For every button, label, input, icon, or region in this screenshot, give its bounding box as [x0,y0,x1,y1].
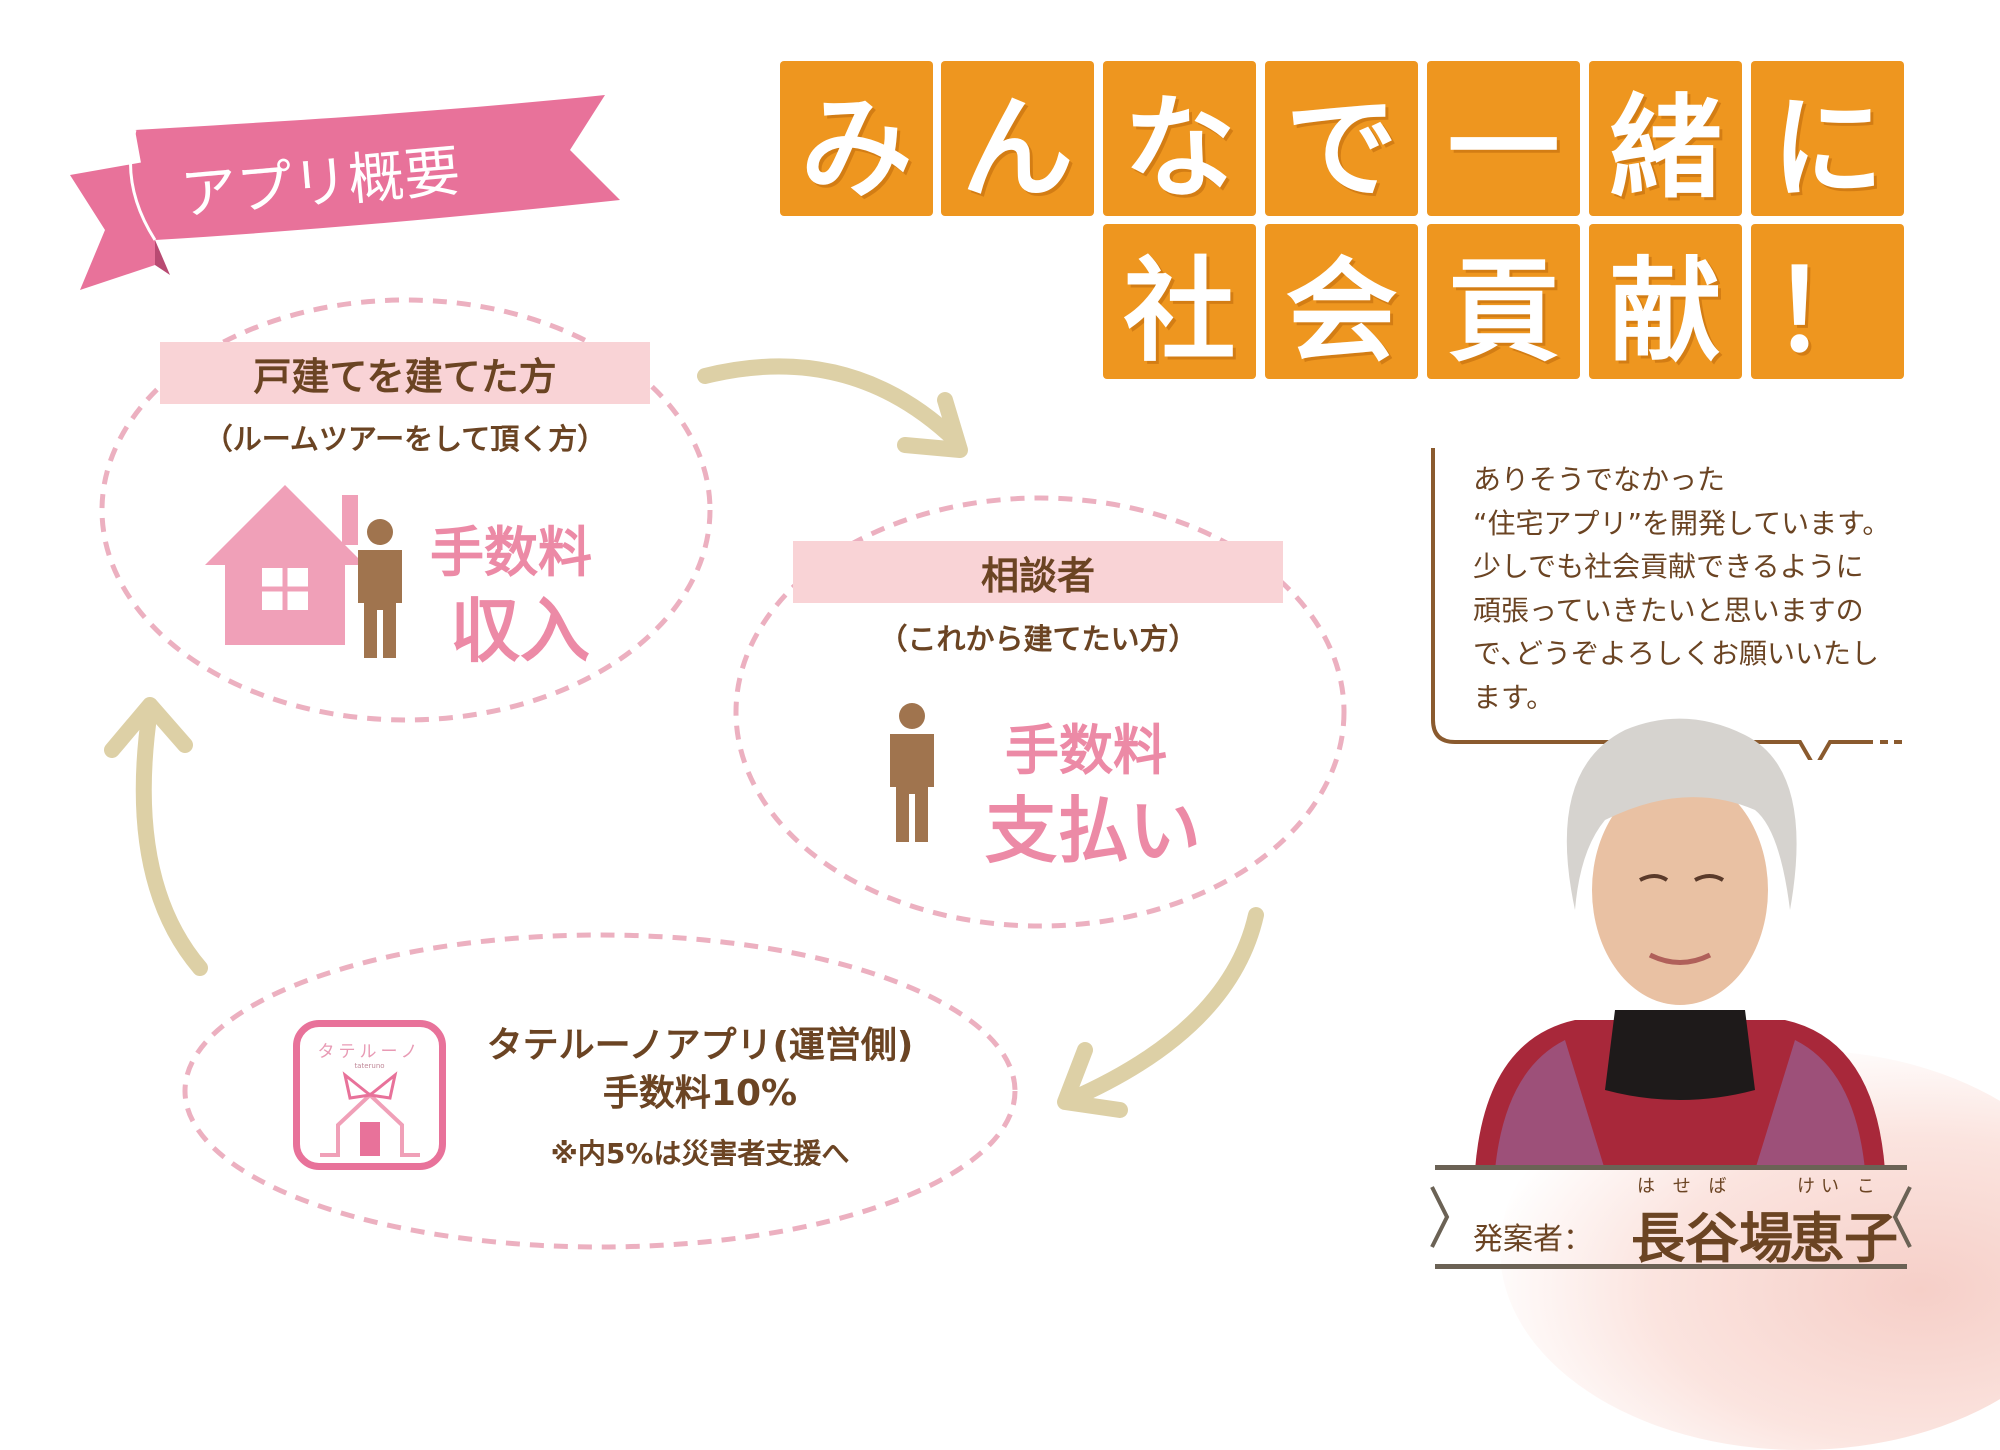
arrow-icon [104,697,208,976]
message-line: ありそうでなかった [1473,463,1726,496]
message-line: で､どうぞよろしくお願いいたし [1473,637,1880,670]
headline-tile: で [1265,61,1418,216]
arrow-icon [1057,907,1264,1118]
consultant-title: 相談者 [793,541,1283,603]
speech-bubble [1431,448,1907,760]
message-line: “住宅アプリ”を開発しています。 [1473,506,1891,540]
ribbon-banner [70,95,620,290]
builder-subtitle: （ルームツアーをして頂く方） [203,422,607,456]
headline-tile: み [780,61,933,216]
founder-family-name: 長谷場 [1631,1207,1793,1270]
message-line: 頑張っていきたいと思いますの [1473,593,1864,627]
builder-title: 戸建てを建てた方 [160,342,650,404]
tateruno-app-icon: タテルーノ tateruno [293,1020,446,1170]
message-line: ます。 [1473,680,1555,714]
consultant-subtitle: （これから建てたい方） [878,622,1198,656]
founder-message: ありそうでなかった “住宅アプリ”を開発しています。 少しでも社会貢献できるよう… [1473,458,1913,719]
operator-title: タテルーノアプリ(運営側) [486,1025,914,1066]
headline-tile: 一 [1427,61,1580,216]
app-icon-text: タテルーノ [317,1042,422,1062]
bracket-right-icon [1892,1186,1912,1248]
consultant-result: 支払い [985,789,1202,873]
consultant-fee: 手数料 [1005,719,1167,782]
ruby-family: は せ ば [1637,1176,1733,1197]
founder-nameplate: 発案者： 長谷場 は せ ば 恵子 けい こ [1430,1165,1912,1270]
builder-fee: 手数料 [430,521,592,584]
arrow-icon [697,358,968,458]
headline-tile: 会 [1265,224,1418,379]
ruby-given: けい こ [1797,1176,1881,1197]
person-icon [358,519,402,658]
headline-tile: 献 [1589,224,1742,379]
founder-label: 発案者： [1473,1222,1593,1257]
person-icon [890,703,934,842]
operator-note: ※内5%は災害者支援へ [550,1137,850,1170]
consultant-circle [733,495,1347,929]
bracket-left-icon [1430,1186,1450,1248]
house-icon [205,485,365,645]
builder-result: 収入 [450,590,590,672]
headline-tile: に [1751,61,1904,216]
headline-tile: 緒 [1589,61,1742,216]
headline-tile: ん [941,61,1094,216]
operator-circle [182,932,1018,1250]
headline-tile: 社 [1103,224,1256,379]
app-icon-subtext: tateruno [354,1062,385,1070]
message-line: 少しでも社会貢献できるように [1473,550,1864,583]
headline-tile: な [1103,61,1256,216]
headline-tile: ！ [1751,224,1904,379]
headline-tile: 貢 [1427,224,1580,379]
operator-fee: 手数料10% [602,1073,798,1114]
builder-circle [99,297,713,723]
founder-given-name: 恵子 [1790,1207,1898,1270]
flow-diagram [99,297,1347,1250]
founder-photo [1475,718,1885,1170]
house-ribbon-icon [320,1071,420,1157]
